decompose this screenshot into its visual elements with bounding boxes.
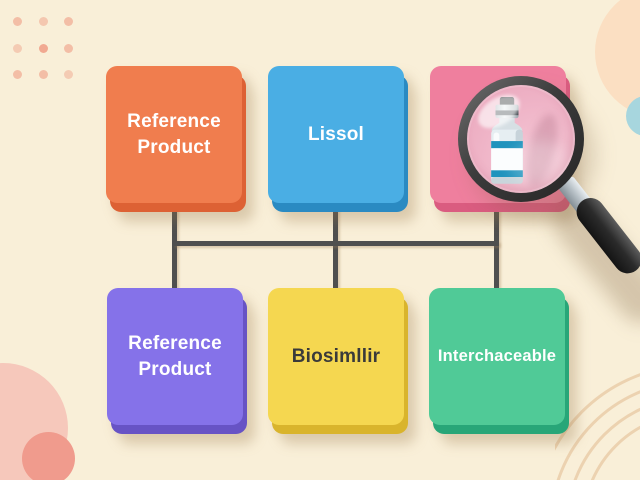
magnifier-lens-glass <box>467 85 575 193</box>
coral-circle-decor <box>22 432 75 480</box>
box-face: Reference Product <box>107 288 243 425</box>
box-label: Interchaceable <box>437 346 557 365</box>
box-reference-product-top: Reference Product <box>106 66 246 212</box>
box-face: Interchaceable <box>429 288 565 425</box>
box-label: Biosimllir <box>291 345 381 367</box>
box-label: Reference Product <box>127 111 221 158</box>
pink-blob-decor <box>0 363 68 480</box>
box-interchaceable: Interchaceable <box>429 288 569 434</box>
lens-sheen <box>509 141 571 187</box>
box-face: Lissol <box>268 66 404 203</box>
box-label: Lissol <box>307 123 365 145</box>
box-face: Reference Product <box>106 66 242 203</box>
connector-horizontal <box>173 241 499 246</box>
box-lissol: Lissol <box>268 66 408 212</box>
box-label: Reference Product <box>128 333 222 380</box>
blue-circle-decor <box>626 96 640 136</box>
box-reference-product-bottom: Reference Product <box>107 288 247 434</box>
peach-circle-decor <box>595 0 640 118</box>
box-biosimllir: Biosimllir <box>268 288 408 434</box>
box-face: Biosimllir <box>268 288 404 425</box>
magnifier-lens-ring <box>458 76 584 202</box>
medicine-vial-icon <box>491 97 523 184</box>
